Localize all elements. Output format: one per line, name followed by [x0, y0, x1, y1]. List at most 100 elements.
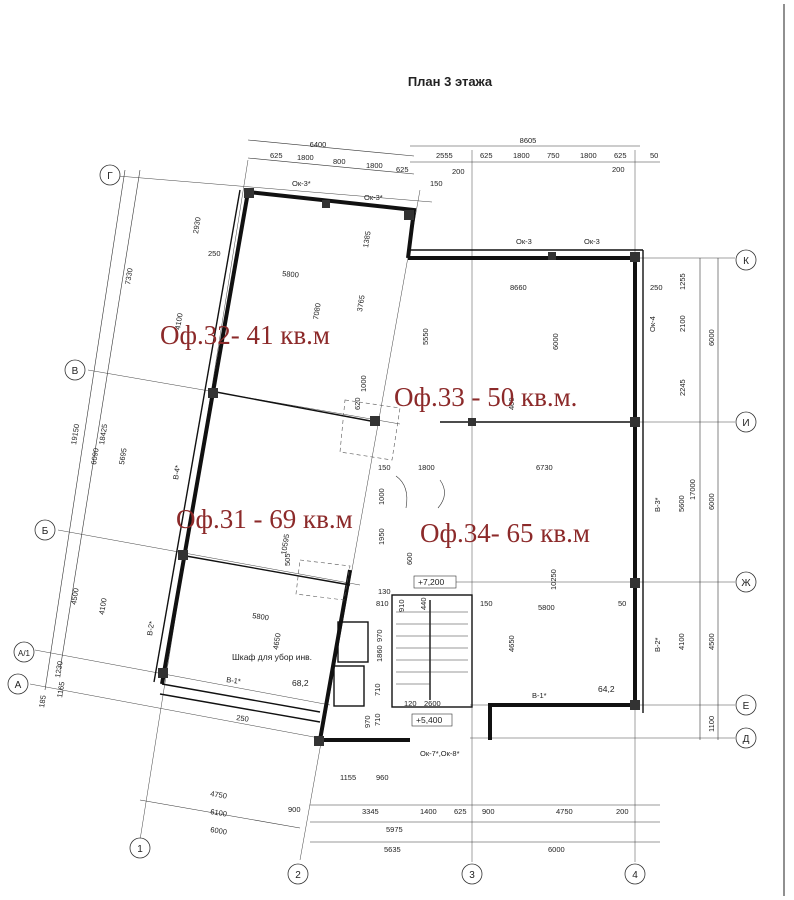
beam-label-5: В-2*: [653, 637, 662, 652]
walls: [153, 189, 644, 742]
axis-label-v: В: [72, 366, 79, 377]
dim-250-c: 250: [236, 713, 250, 724]
dim-8605: 8605: [520, 136, 537, 145]
dim-4750-b: 4750: [556, 807, 573, 816]
dim-7080: 7080: [311, 302, 322, 320]
dim-3345: 3345: [362, 807, 379, 816]
dim-1100: 1100: [707, 716, 716, 732]
beam-label-1: В-4*: [171, 464, 182, 480]
office-label-33: Оф.33 - 50 кв.м.: [394, 382, 577, 412]
dim-18425: 18425: [97, 423, 109, 445]
dim-150-b: 150: [378, 463, 391, 472]
dim-1165: 1165: [55, 681, 66, 698]
level-box-1: [413, 575, 457, 589]
dim-4500-a: 4500: [69, 587, 80, 605]
dim-440: 440: [419, 597, 428, 610]
dim-910: 910: [397, 599, 406, 612]
corridor-outline: [339, 399, 401, 461]
dimension-lines: [44, 139, 719, 843]
dim-6000-a: 6000: [551, 333, 560, 350]
partition-v: [215, 391, 377, 423]
dim-250-b: 250: [208, 249, 221, 258]
dim-400: 400: [507, 397, 516, 410]
axis-marker-2: [287, 863, 309, 885]
dim-2600: 2600: [424, 699, 441, 708]
dim-1255: 1255: [678, 273, 687, 290]
dim-10250: 10250: [549, 569, 558, 590]
dim-970-a: 970: [375, 629, 384, 642]
dim-6000-d: 6000: [210, 825, 228, 836]
dim-970-b: 970: [363, 715, 372, 728]
dim-625-d: 625: [614, 151, 627, 160]
dim-200-b: 200: [612, 165, 625, 174]
window-label-3: Ок-3: [516, 237, 532, 246]
dim-130: 130: [378, 587, 391, 596]
dim-50-a: 50: [650, 151, 658, 160]
axis-marker-4: [624, 863, 646, 885]
wall-left-outer: [160, 191, 250, 685]
dim-4100-c: 4100: [677, 633, 686, 650]
window-label-4: Ок-3: [584, 237, 600, 246]
wall-top-left: [247, 190, 417, 259]
partition-b: [185, 555, 351, 586]
wall-bottom-left: [161, 683, 321, 713]
dim-960: 960: [376, 773, 389, 782]
axis-label-a1: А/1: [18, 649, 31, 658]
dim-800: 800: [333, 157, 346, 166]
axis-marker-k: [735, 249, 757, 271]
axis-label-e: Е: [743, 701, 750, 712]
door-swing-2: [437, 479, 445, 509]
room-labels: Шкаф для убор инв. 68,2 64,2 +7,200 +5,4…: [232, 575, 615, 727]
office-labels: Оф.32- 41 кв.м Оф.33 - 50 кв.м. Оф.31 - …: [160, 320, 590, 548]
dim-17000: 17000: [688, 479, 697, 500]
office-label-34: Оф.34- 65 кв.м: [420, 518, 590, 548]
window-and-beam-labels: Ок-3* Ок-3* Ок-3 Ок-3 Ок-4 Ок-7*,Ок-8* В…: [145, 179, 662, 758]
axis-label-3: 3: [469, 870, 475, 881]
dim-5800-b: 5800: [538, 603, 555, 612]
dim-4650-a: 4650: [271, 632, 282, 650]
dim-3765: 3765: [355, 294, 366, 312]
dim-120-a: 120: [404, 699, 417, 708]
dim-625-c: 625: [480, 151, 493, 160]
axis-label-4: 4: [632, 870, 638, 881]
axis-label-b: Б: [42, 526, 49, 537]
axis-label-2: 2: [295, 870, 301, 881]
dim-1800-b: 1800: [366, 161, 383, 170]
dim-4750-a: 4750: [210, 789, 228, 800]
dim-1800-a: 1800: [297, 153, 314, 162]
dim-50-b: 50: [618, 599, 626, 608]
beam-label-4: В-3*: [653, 497, 662, 512]
axis-marker-a: [7, 673, 29, 695]
dim-6000-c: 6000: [707, 493, 716, 510]
window-label-5: Ок-4: [648, 316, 657, 332]
office-label-32: Оф.32- 41 кв.м: [160, 320, 330, 350]
dim-5800-c: 5800: [252, 611, 270, 622]
dim-200-c: 200: [616, 807, 629, 816]
level-box-2: [411, 713, 453, 727]
axis-marker-b: [34, 519, 56, 541]
axis-label-k: К: [743, 256, 749, 267]
plan-title: План 3 этажа: [408, 74, 493, 89]
axis-marker-e: [735, 694, 757, 716]
office-label-31: Оф.31 - 69 кв.м: [176, 504, 353, 534]
dim-4500-b: 4500: [707, 633, 716, 650]
dim-6090: 6090: [89, 447, 100, 465]
niche-outline: [295, 559, 351, 601]
dim-150-a: 150: [430, 179, 443, 188]
dim-200-a: 200: [452, 167, 465, 176]
axis-line-a1: [34, 649, 331, 706]
dim-19150: 19150: [69, 423, 81, 445]
dim-6730: 6730: [536, 463, 553, 472]
dim-600: 600: [405, 552, 414, 565]
dim-7330: 7330: [123, 267, 134, 285]
axis-line-a: [29, 683, 331, 741]
axis-label-i: И: [742, 418, 749, 429]
axis-label-a: А: [15, 680, 22, 691]
door-swing-1: [395, 475, 408, 509]
level-label-2: +5,400: [416, 715, 443, 725]
axis-line-g: [117, 175, 433, 203]
dim-10595: 10595: [279, 533, 291, 555]
area-label-left: 68,2: [292, 678, 309, 688]
level-label-1: +7,200: [418, 577, 445, 587]
dim-1950: 1950: [377, 528, 386, 545]
